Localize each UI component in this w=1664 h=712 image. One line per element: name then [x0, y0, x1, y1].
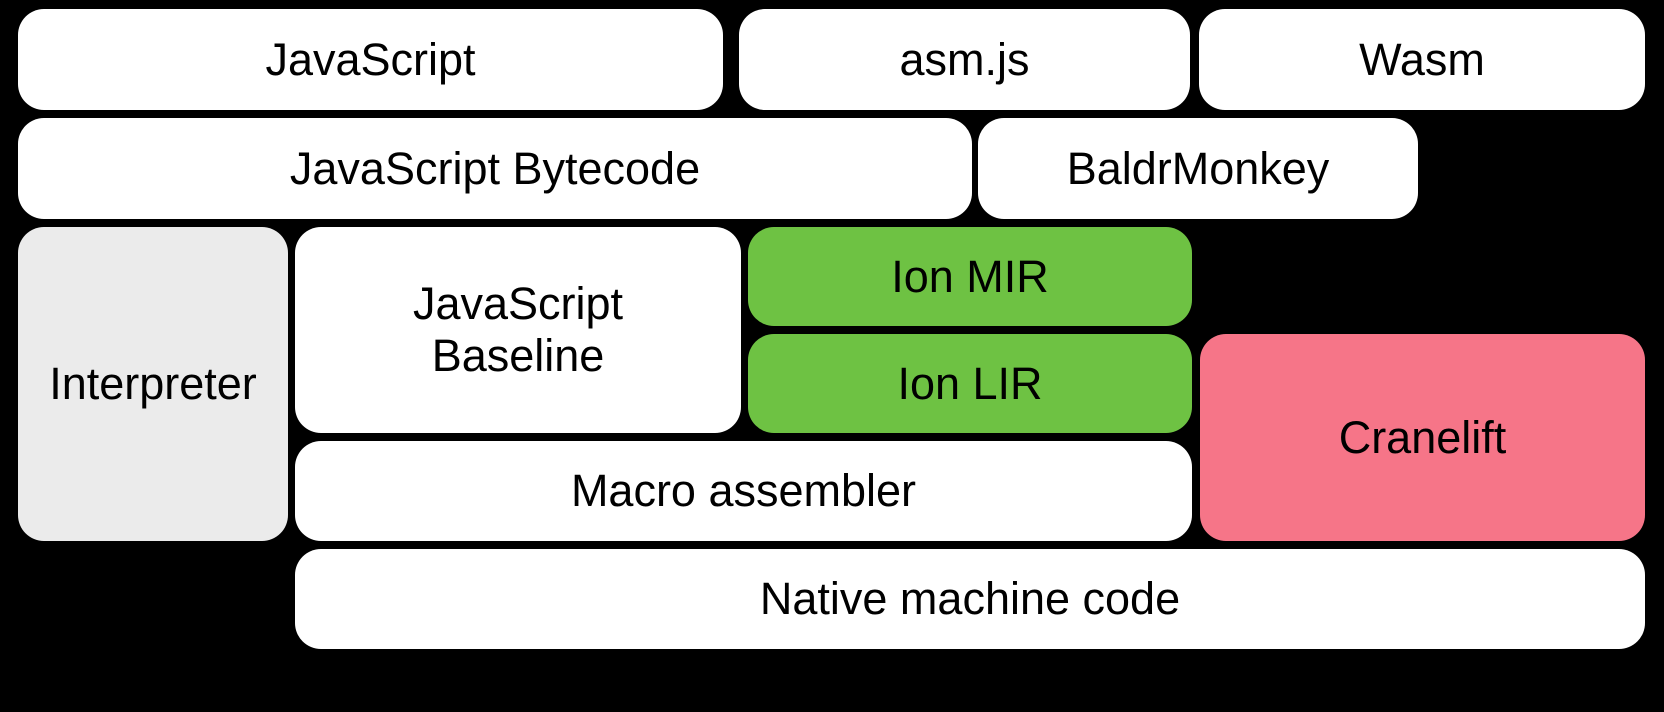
node-ion-mir[interactable]: Ion MIR [748, 227, 1192, 326]
node-asmjs[interactable]: asm.js [739, 9, 1190, 110]
node-interpreter[interactable]: Interpreter [18, 227, 288, 541]
node-javascript-baseline[interactable]: JavaScript Baseline [295, 227, 741, 433]
node-baldrmonkey[interactable]: BaldrMonkey [978, 118, 1418, 219]
node-wasm[interactable]: Wasm [1199, 9, 1645, 110]
node-native-machine-code[interactable]: Native machine code [295, 549, 1645, 649]
node-cranelift[interactable]: Cranelift [1200, 334, 1645, 541]
node-javascript[interactable]: JavaScript [18, 9, 723, 110]
node-javascript-bytecode[interactable]: JavaScript Bytecode [18, 118, 972, 219]
node-ion-lir[interactable]: Ion LIR [748, 334, 1192, 433]
node-macro-assembler[interactable]: Macro assembler [295, 441, 1192, 541]
